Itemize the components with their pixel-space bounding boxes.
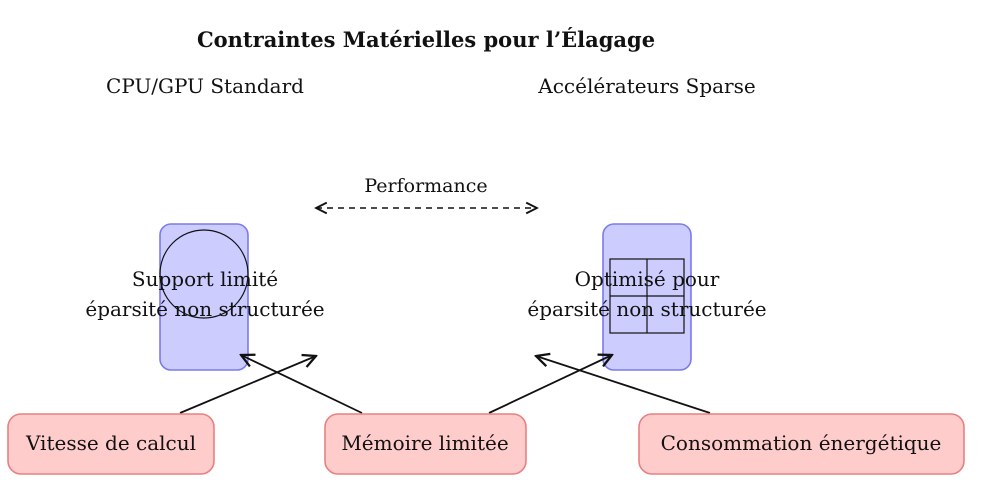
constraint-label-memory: Mémoire limitée — [341, 431, 509, 455]
connector-energy-to-sparse — [536, 356, 711, 414]
constraint-box-memory — [324, 413, 527, 475]
connector-memory-to-sparse — [488, 355, 612, 414]
sparse-accelerator-description: Optimisé pour éparsité non structurée — [527, 264, 766, 324]
constraint-box-energy — [638, 413, 965, 475]
standard-hardware-heading: CPU/GPU Standard — [106, 74, 304, 98]
cpu-gpu-device-box — [159, 223, 249, 371]
sparse-description-line-2: éparsité non structurée — [527, 297, 767, 321]
constraint-connectors — [179, 355, 711, 414]
sparse-description-line-1: Optimisé pour — [574, 267, 720, 291]
sparse-grid-icon — [609, 258, 685, 334]
standard-description-line-1: Support limité — [131, 267, 279, 291]
sparse-accelerator-heading: Accélérateurs Sparse — [538, 74, 756, 98]
constraint-label-energy: Consommation énergétique — [660, 431, 942, 455]
standard-hardware-description: Support limité éparsité non structurée — [85, 264, 324, 324]
constraint-label-speed: Vitesse de calcul — [25, 431, 197, 455]
standard-description-line-2: éparsité non structurée — [85, 297, 325, 321]
diagram-title: Contraintes Matérielles pour l’Élagage — [196, 27, 656, 52]
connector-memory-to-standard — [241, 355, 363, 414]
dense-compute-circle-icon — [159, 229, 249, 319]
performance-label: Performance — [364, 175, 488, 197]
constraint-box-speed — [7, 413, 215, 475]
connector-speed-to-standard — [179, 356, 316, 414]
